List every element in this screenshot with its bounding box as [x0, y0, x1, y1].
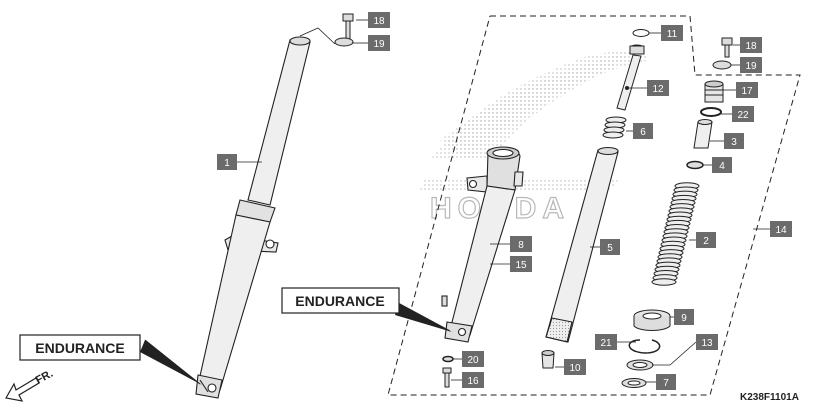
washer-20	[442, 355, 454, 363]
svg-text:16: 16	[467, 376, 479, 387]
ring-11	[632, 29, 650, 37]
endurance-left-text: ENDURANCE	[35, 340, 124, 356]
fork-spring-2	[651, 182, 700, 286]
circlip-21	[628, 339, 661, 354]
svg-text:18: 18	[373, 16, 385, 27]
svg-text:9: 9	[681, 313, 687, 324]
endurance-label-right: ENDURANCE	[281, 287, 400, 314]
callout-18-right: 18	[740, 37, 762, 53]
callout-9: 9	[674, 309, 694, 325]
spring-coil	[651, 278, 677, 286]
callout-11: 11	[661, 25, 683, 41]
o-ring-22	[700, 107, 722, 117]
damper-rod-12	[616, 44, 645, 111]
svg-text:1: 1	[224, 158, 230, 169]
svg-text:15: 15	[515, 260, 527, 271]
callout-7: 7	[656, 374, 676, 390]
svg-text:10: 10	[569, 363, 581, 374]
svg-text:22: 22	[737, 110, 749, 121]
svg-text:20: 20	[467, 355, 479, 366]
washer-19-right	[712, 60, 732, 70]
direction-text: FR.	[34, 368, 55, 387]
svg-text:6: 6	[640, 127, 646, 138]
callout-18-left: 18	[368, 12, 390, 28]
washer-7	[621, 378, 647, 388]
endurance-pointer-right	[395, 302, 452, 332]
svg-text:18: 18	[745, 41, 757, 52]
svg-text:14: 14	[775, 225, 787, 236]
callout-22: 22	[732, 106, 754, 122]
callout-20: 20	[462, 351, 484, 367]
callout-1: 1	[217, 154, 237, 170]
callout-4: 4	[712, 157, 732, 173]
callout-13: 13	[696, 334, 718, 350]
endurance-label-left: ENDURANCE	[19, 334, 141, 361]
callout-19-right: 19	[740, 57, 762, 73]
dust-seal-13	[626, 359, 654, 371]
svg-text:8: 8	[518, 240, 524, 251]
front-direction-indicator: FR.	[5, 368, 55, 402]
assembly-outline	[387, 15, 801, 396]
rebound-spring-6	[602, 116, 627, 139]
callout-15: 15	[510, 256, 532, 272]
spacer-3	[693, 119, 713, 149]
spring-seat-4	[686, 160, 704, 170]
fork-cap-17	[704, 80, 724, 103]
fork-slider-8	[441, 146, 524, 343]
svg-text:7: 7	[663, 378, 669, 389]
svg-text:11: 11	[667, 29, 678, 40]
callout-10: 10	[564, 359, 586, 375]
svg-text:17: 17	[741, 86, 753, 97]
svg-text:19: 19	[373, 39, 385, 50]
callout-8: 8	[510, 236, 532, 252]
bolt-16	[442, 367, 452, 388]
callout-6: 6	[633, 123, 653, 139]
bolt-18-left	[342, 13, 354, 40]
callout-5: 5	[600, 239, 620, 255]
oil-seal-9	[633, 309, 671, 331]
fork-pipe-5	[545, 146, 619, 343]
svg-text:4: 4	[719, 161, 725, 172]
svg-text:12: 12	[652, 84, 664, 95]
bolt-18-right	[721, 37, 733, 58]
front-fork-assembly-left	[195, 36, 311, 399]
svg-text:5: 5	[607, 243, 613, 254]
endurance-pointer-left	[140, 339, 202, 385]
callout-16: 16	[462, 372, 484, 388]
leader-lines	[237, 19, 770, 383]
svg-text:2: 2	[703, 236, 709, 247]
endurance-right-text: ENDURANCE	[295, 293, 384, 309]
callout-19-left: 19	[368, 35, 390, 51]
callout-3: 3	[724, 133, 744, 149]
callout-21: 21	[595, 334, 617, 350]
callout-2: 2	[696, 232, 716, 248]
svg-text:21: 21	[600, 338, 612, 349]
diagram-code: K238F1101A	[740, 392, 799, 403]
callout-14: 14	[770, 221, 792, 237]
svg-text:3: 3	[731, 137, 737, 148]
callout-12: 12	[647, 80, 669, 96]
oil-lock-piece-10	[541, 350, 555, 369]
svg-text:19: 19	[745, 61, 757, 72]
callout-17: 17	[736, 82, 758, 98]
washer-19-left	[334, 37, 354, 47]
svg-text:13: 13	[701, 338, 713, 349]
